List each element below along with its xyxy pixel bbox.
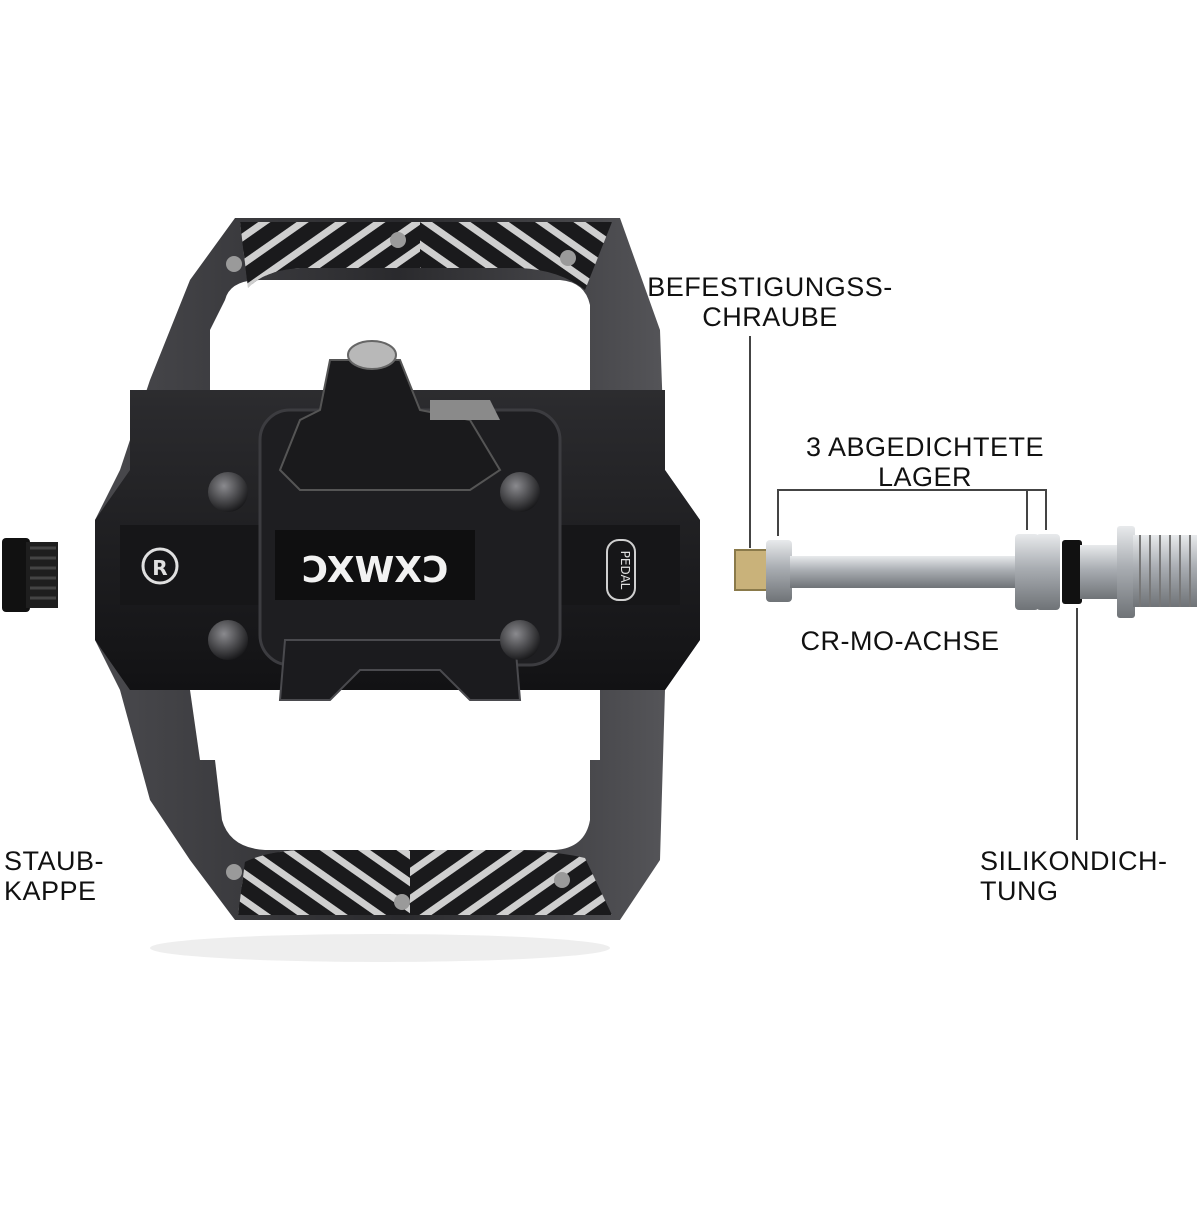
- callout-mounting-screw: BEFESTIGUNGSS- CHRAUBE: [640, 272, 900, 332]
- callout-line: BEFESTIGUNGSS-: [647, 272, 893, 302]
- callout-sealed-bearings: 3 ABGEDICHTETE LAGER: [780, 432, 1070, 492]
- callout-dust-cap: STAUB- KAPPE: [4, 846, 144, 906]
- callout-silicone-seal: SILIKONDICH- TUNG: [980, 846, 1195, 906]
- callout-line: SILIKONDICH-: [980, 846, 1168, 876]
- callout-crmo-axle: CR-MO-ACHSE: [780, 626, 1020, 656]
- callout-line: CHRAUBE: [702, 302, 838, 332]
- callout-line: STAUB-: [4, 846, 105, 876]
- svg-text:R: R: [152, 556, 167, 580]
- callout-lines: [749, 336, 1078, 840]
- callout-line: LAGER: [877, 462, 973, 492]
- axle-assembly: [734, 526, 1197, 618]
- floor-shadow: [150, 934, 610, 962]
- callout-line: TUNG: [980, 876, 1059, 906]
- registered-badge: [141, 547, 179, 585]
- brand-logo: CXWXC: [302, 550, 449, 591]
- bolt-icon: [208, 472, 248, 512]
- callout-line: KAPPE: [4, 876, 97, 906]
- callout-line: CR-MO-ACHSE: [800, 626, 1000, 656]
- bolt-icon: [500, 620, 540, 660]
- bolt-icon: [208, 620, 248, 660]
- pedal-tag: PEDAL: [618, 551, 632, 590]
- bolt-icon: [500, 472, 540, 512]
- pedal-body: CXWXC R PEDAL: [95, 218, 700, 920]
- dust-cap: [2, 538, 58, 612]
- callout-line: 3 ABGEDICHTETE: [805, 432, 1045, 462]
